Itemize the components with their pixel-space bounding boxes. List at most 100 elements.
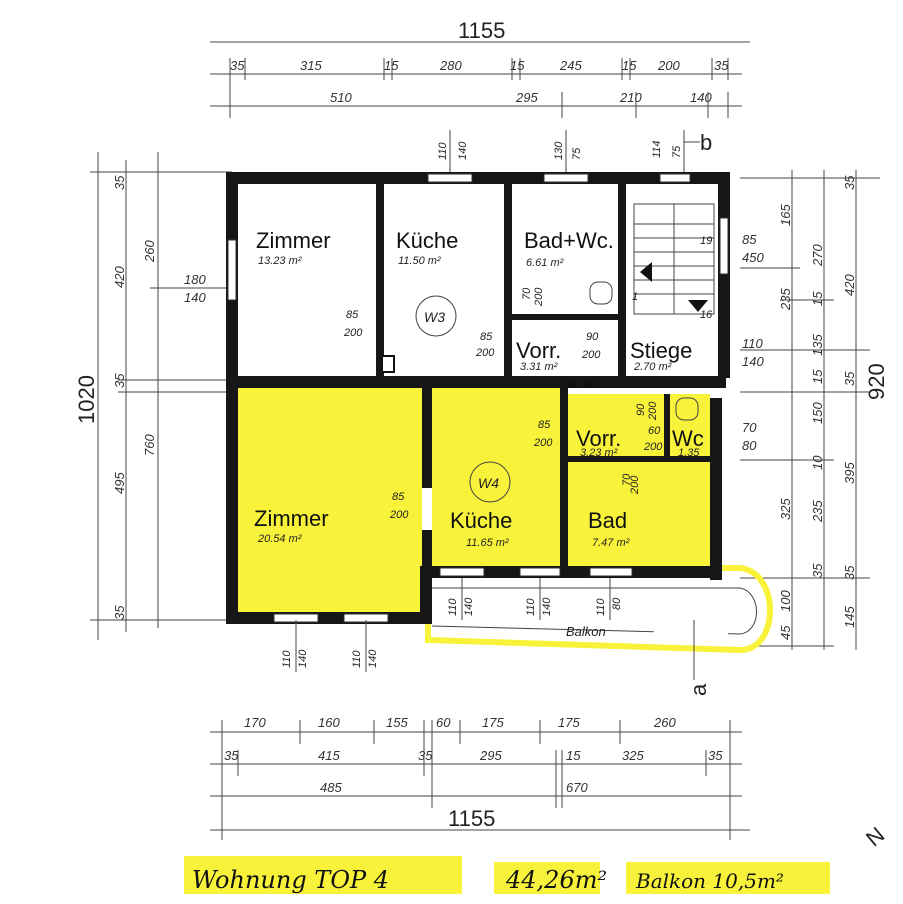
dim-label: 200: [389, 509, 409, 521]
room-name: Stiege: [630, 338, 692, 363]
dim-label: 10: [810, 455, 825, 470]
stair-count: 1: [632, 291, 638, 303]
dim-label: 165: [778, 204, 793, 226]
dim-label: 200: [343, 327, 363, 339]
dim-label: 200: [629, 475, 641, 495]
caption-area: 44,26m²: [505, 866, 607, 894]
dim-label: 200: [475, 347, 495, 359]
dim-label: 325: [778, 498, 793, 520]
dim-label: 200: [581, 349, 601, 361]
dim-label: 70: [521, 287, 533, 300]
unit-top4-highlight: [238, 388, 773, 654]
dim-label: 140: [184, 290, 206, 305]
dim-label: 135: [810, 334, 825, 356]
dim-label: 85: [742, 232, 757, 247]
stair-arrow-icon: [688, 300, 708, 312]
dim-label: 110: [437, 142, 449, 160]
room-name: Wc: [672, 426, 704, 451]
dim-label: 140: [457, 141, 469, 160]
dim-label: 160: [318, 715, 340, 730]
left-outer-dim: 1020: [74, 375, 99, 424]
room-name: Küche: [396, 228, 458, 253]
dim-label: 145: [842, 606, 857, 628]
dim-label: 35: [842, 371, 857, 386]
room-area: 11.50 m²: [398, 255, 441, 267]
dim-label: 200: [533, 437, 553, 449]
dim-label: 60: [648, 425, 661, 437]
dim-label: 45: [778, 625, 793, 640]
dim-label: 35: [112, 605, 127, 620]
dim-label: 35: [230, 58, 245, 73]
dim-label: 90: [635, 403, 647, 416]
dim-label: 85: [538, 419, 551, 431]
dim-label: 35: [842, 175, 857, 190]
dim-label: 35: [810, 563, 825, 578]
dim-label: 100: [778, 590, 793, 612]
room-area: 6.61 m²: [526, 257, 564, 269]
dim-label: 35: [842, 565, 857, 580]
dim-label: 270: [810, 244, 825, 267]
dim-label: 140: [297, 649, 309, 668]
caption-unit: Wohnung TOP 4: [192, 866, 389, 894]
dim-label: 235: [778, 288, 793, 311]
dim-label: 495: [112, 472, 127, 494]
dim-label: 85: [480, 331, 493, 343]
dim-label: 35: [112, 175, 127, 190]
dim-label: 35: [708, 748, 723, 763]
right-dimensions: 920 165 270 235 15 135 15 150 10 235 325…: [740, 170, 889, 650]
dim-label: 140: [742, 354, 764, 369]
dim-label: 200: [657, 58, 680, 73]
room-area: 2.70 m²: [633, 361, 672, 373]
total-width-bottom: 1155: [448, 806, 495, 831]
dim-label: 130: [553, 141, 565, 160]
dim-label: 395: [842, 462, 857, 484]
dim-label: 15: [566, 748, 581, 763]
dim-label: 315: [300, 58, 322, 73]
dim-label: 80: [611, 597, 623, 610]
bottom-dimensions: 170 160 155 60 175 175 260 35 415 35 295…: [210, 715, 750, 840]
staircase: 19 16 1: [632, 203, 715, 321]
caption-balcony: Balkon 10,5m²: [635, 869, 784, 893]
dim-label: 200: [647, 401, 659, 421]
dim-label: 80: [742, 438, 757, 453]
section-mark-a: a: [686, 683, 711, 696]
room-name: Vorr.: [516, 338, 561, 363]
top-dimensions: 1155 35 315 15 280 15 245 15 200 35 510 …: [210, 18, 750, 180]
dim-label: 295: [515, 90, 538, 105]
dim-label: 15: [810, 369, 825, 384]
caption: Wohnung TOP 4 44,26m² Balkon 10,5m²: [184, 856, 830, 894]
stair-arrow-icon: [640, 262, 652, 282]
dim-label: 15: [510, 58, 525, 73]
unit-mark-w3: W3: [424, 309, 445, 325]
balcony-label: Balkon: [566, 624, 606, 639]
dim-label: 180: [184, 272, 206, 287]
dim-label: 15: [810, 291, 825, 306]
toilet-icon: [589, 281, 613, 305]
dim-label: 90: [586, 331, 599, 343]
dim-label: 670: [566, 780, 588, 795]
dim-label: 75: [671, 145, 683, 158]
dim-label: 155: [386, 715, 408, 730]
walls: [226, 172, 730, 624]
dim-label: 200: [643, 441, 663, 453]
north-arrow-icon: N: [861, 822, 889, 851]
dim-label: 245: [559, 58, 582, 73]
room-area: 3.23 m²: [580, 447, 618, 459]
dim-label: 110: [281, 650, 293, 668]
total-width-top: 1155: [458, 18, 505, 43]
dim-label: 70: [742, 420, 757, 435]
room-name: Zimmer: [254, 506, 329, 531]
dim-label: 280: [439, 58, 462, 73]
door-dims: 85 200 85 200 90 200 85 200 85 200 60 20…: [343, 287, 663, 521]
room-area: 1.35: [678, 447, 700, 459]
room-area: 7.47 m²: [592, 537, 630, 549]
dim-label: 75: [571, 147, 583, 160]
toilet-icon: [675, 397, 699, 421]
dim-label: 110: [595, 598, 607, 616]
dim-label: 110: [351, 650, 363, 668]
dim-label: 140: [463, 597, 475, 616]
room-area: 11.65 m²: [466, 537, 509, 549]
dim-label: 415: [318, 748, 340, 763]
dim-label: 200: [533, 287, 545, 307]
